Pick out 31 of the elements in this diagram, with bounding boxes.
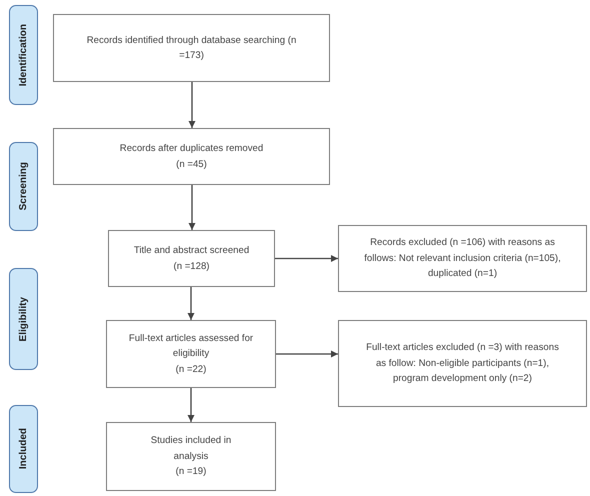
step-text: (n =22) (176, 362, 206, 377)
step-text: Studies included in analysis (150, 434, 232, 464)
stage-tab (9, 142, 38, 231)
step-text: Records identified through database searching (n =173) (86, 34, 298, 63)
stage-label: Included (18, 428, 28, 470)
stage-tab (9, 5, 38, 105)
stage-tab (9, 405, 38, 493)
process-box (106, 422, 276, 491)
stage-label: Identification (18, 24, 28, 86)
process-box (53, 128, 330, 185)
stage-tab (9, 268, 38, 370)
arrow (188, 388, 194, 422)
arrow (276, 350, 338, 358)
step-text: Records after duplicates removed (120, 142, 264, 156)
process-box (108, 230, 275, 287)
step-text: Records excluded (n =106) with reasons as follows: Not relevant inclusion criteria (n=105), duplicated (n=1) (363, 236, 562, 282)
arrow (188, 82, 196, 128)
process-box (338, 320, 587, 407)
stage-label: Eligibility (18, 296, 28, 342)
step-text: Full-text articles excluded (n =3) with reasons as follow: Non-eligible participants (n=1), program development only (n=2) (365, 341, 560, 386)
process-box (53, 14, 330, 82)
stage-label: Screening (18, 162, 28, 211)
arrow (188, 287, 194, 320)
process-box (338, 225, 587, 292)
step-text: (n =45) (176, 158, 207, 172)
arrow (188, 185, 196, 230)
step-text: Full-text articles assessed for eligibility (128, 332, 254, 362)
step-text: Title and abstract screened (n =128) (133, 244, 250, 274)
process-box (106, 320, 276, 388)
arrow (275, 255, 338, 262)
step-text: (n =19) (176, 465, 206, 480)
